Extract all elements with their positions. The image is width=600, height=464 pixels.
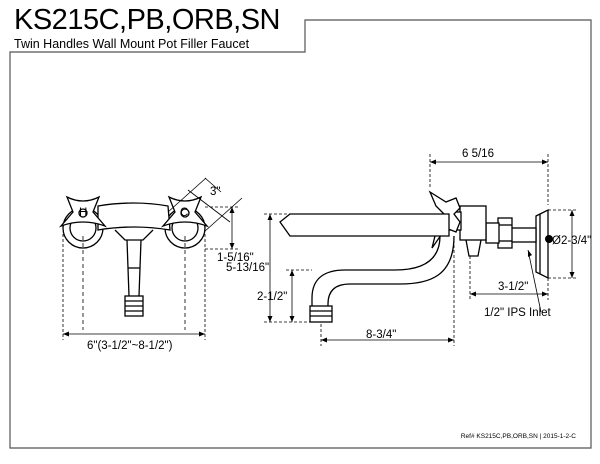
valve-body: [459, 205, 487, 241]
front-arrows: [63, 207, 235, 337]
inlet-nut: [497, 217, 513, 249]
reference-number: Ref# KS215C,PB,ORB,SN | 2015-1-2-C: [460, 433, 576, 440]
dim-front-6: 6"(3-1/2"~8-1/2"): [87, 340, 173, 352]
left-cross-handle-icon: [58, 195, 108, 228]
dim-side-flange-dia: Ø2-3/4": [552, 235, 591, 247]
dim-front-1-5-16: 1-5/16": [217, 252, 254, 264]
flange-dot: [545, 235, 553, 243]
side-dimensions: [264, 154, 576, 346]
side-aerator: [309, 305, 333, 323]
dim-side-3-1-2: 3-1/2": [498, 281, 528, 293]
dim-side-8-3-4: 8-3/4": [366, 329, 396, 341]
dim-side-5-13-16: 5-13/16": [226, 262, 269, 274]
wall-flange: [535, 208, 549, 280]
front-dimensions: [62, 177, 243, 340]
side-arrows: [267, 159, 575, 343]
dim-side-inlet: 1/2" IPS Inlet: [484, 307, 552, 319]
dim-side-6-5-16: 6 5/16: [462, 148, 494, 160]
side-view: [279, 190, 549, 323]
spout-base: [279, 213, 450, 237]
left-handle-mark: H: [79, 207, 87, 219]
front-view: [58, 195, 210, 317]
dim-front-3: 3": [210, 186, 220, 198]
page-subtitle: Twin Handles Wall Mount Pot Filler Fauce…: [14, 37, 250, 51]
page-title: KS215C,PB,ORB,SN: [14, 4, 281, 36]
right-handle-mark: C: [180, 207, 188, 219]
dim-side-2-1-2: 2-1/2": [257, 291, 287, 303]
